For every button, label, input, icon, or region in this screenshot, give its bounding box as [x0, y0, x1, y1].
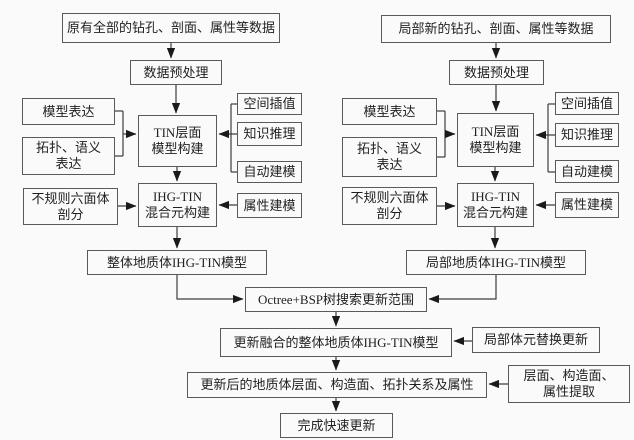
node-right-source-data: 局部新的钻孔、剖面、属性等数据 — [381, 15, 611, 43]
node-right-ihg-build: IHG-TIN 混合元构建 — [457, 183, 534, 227]
node-voxel-replace: 局部体元替换更新 — [472, 327, 600, 353]
node-left-hexahedron: 不规则六面体 剖分 — [23, 188, 118, 225]
node-right-model-express: 模型表达 — [342, 98, 437, 125]
node-right-topo-express: 拓扑、语义 表达 — [342, 137, 437, 177]
node-right-attr-model: 属性建模 — [555, 192, 619, 218]
node-right-result-model: 局部地质体IHG-TIN模型 — [406, 250, 586, 275]
node-extract: 层面、构造面、 属性提取 — [508, 365, 630, 403]
node-right-hexahedron: 不规则六面体 剖分 — [342, 187, 437, 225]
arrow-left-result-to-octree — [176, 275, 244, 304]
node-done: 完成快速更新 — [280, 413, 393, 438]
arrow-right-result-to-octree — [428, 275, 497, 304]
node-left-preprocess: 数据预处理 — [130, 60, 222, 85]
node-right-knowledge: 知识推理 — [555, 123, 619, 147]
node-left-auto-model: 自动建模 — [237, 161, 302, 183]
node-left-spatial-interp: 空间插值 — [237, 93, 302, 115]
node-left-attr-model: 属性建模 — [237, 193, 302, 218]
node-right-spatial-interp: 空间插值 — [555, 92, 619, 115]
node-left-result-model: 整体地质体IHG-TIN模型 — [87, 250, 267, 275]
node-updated-result: 更新后的地质体层面、构造面、拓扑关系及属性 — [187, 372, 487, 398]
node-left-ihg-build: IHG-TIN 混合元构建 — [138, 183, 217, 227]
node-left-topo-express: 拓扑、语义 表达 — [22, 137, 115, 175]
node-right-auto-model: 自动建模 — [555, 160, 619, 183]
node-right-tin-build: TIN层面 模型构建 — [457, 113, 534, 167]
node-left-model-express: 模型表达 — [22, 98, 115, 125]
node-right-preprocess: 数据预处理 — [449, 60, 544, 85]
node-octree-search: Octree+BSP树搜索更新范围 — [245, 287, 427, 312]
node-fused-model: 更新融合的整体地质体IHG-TIN模型 — [220, 328, 452, 357]
node-left-source-data: 原有全部的钻孔、剖面、属性等数据 — [62, 13, 280, 43]
node-left-tin-build: TIN层面 模型构建 — [138, 115, 217, 167]
node-left-knowledge: 知识推理 — [237, 122, 302, 146]
